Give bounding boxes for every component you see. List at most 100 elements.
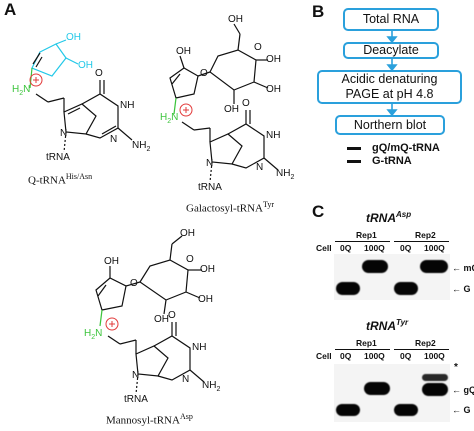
blot-asp-g-marker: ← G bbox=[452, 284, 471, 294]
man-nh2-sub: 2 bbox=[216, 386, 221, 393]
blot-tyr-title-text: tRNA bbox=[366, 319, 396, 333]
mannosyl-trna-superscript: Asp bbox=[179, 412, 193, 421]
flow-step-total-rna: Total RNA bbox=[343, 8, 439, 31]
gal-oh-1-label: OH bbox=[176, 46, 191, 57]
legend-gq-mq-swatch bbox=[347, 147, 361, 150]
gal-amine-h: H bbox=[160, 112, 168, 123]
legend-g-label: G-tRNA bbox=[372, 155, 412, 167]
blot-asp-rep2-bracket bbox=[394, 241, 449, 242]
blot-asp-gel bbox=[334, 254, 450, 300]
q-trna-atom-label: tRNA bbox=[46, 152, 70, 163]
blot-asp-rep1-label: Rep1 bbox=[356, 230, 377, 240]
flow-step-deacylate: Deacylate bbox=[343, 42, 439, 59]
q-trna-superscript: His/Asn bbox=[65, 172, 93, 181]
blot-asp-title: tRNAAsp bbox=[366, 210, 411, 225]
panel-c-letter: C bbox=[312, 202, 325, 221]
gal-oh-3-label: OH bbox=[266, 54, 281, 65]
gal-n3-label: N bbox=[256, 162, 264, 173]
blot-tyr-band-lane1-g bbox=[336, 404, 360, 416]
blot-tyr-gel bbox=[334, 364, 450, 422]
gal-trna-atom-label: tRNA bbox=[198, 182, 222, 193]
gal-amine-sub: 2 bbox=[167, 118, 172, 125]
gal-nh-label: NH bbox=[266, 130, 281, 141]
panel-a-letter: A bbox=[4, 0, 17, 19]
blot-tyr-lane4-label: 100Q bbox=[424, 351, 445, 361]
man-amine-h: H bbox=[84, 328, 92, 339]
q-nh2-label: NH2 bbox=[132, 140, 150, 153]
man-nh2-nh: NH bbox=[202, 380, 217, 391]
blot-asp-rep1-bracket bbox=[335, 241, 390, 242]
q-oh-top-label: OH bbox=[66, 32, 81, 43]
blot-tyr-cell-label: Cell bbox=[316, 351, 332, 361]
man-oh-4-label: OH bbox=[198, 294, 213, 305]
man-n3-label: N bbox=[182, 374, 190, 385]
blot-asp-band-lane1-g bbox=[336, 282, 360, 295]
man-carbonyl-o-label: O bbox=[168, 310, 176, 321]
gal-ring-o-label: O bbox=[254, 42, 262, 53]
blot-asp-mq-text: mQ bbox=[463, 263, 474, 273]
man-oh-3-label: OH bbox=[200, 264, 215, 275]
blot-tyr-rep2-label: Rep2 bbox=[415, 338, 436, 348]
galactosyl-trna-caption: Galactosyl-tRNATyr bbox=[186, 200, 274, 215]
galactosyl-trna-charge bbox=[179, 103, 193, 117]
gal-oh-5-label: OH bbox=[224, 104, 239, 115]
mannosyl-trna-structure bbox=[95, 235, 205, 395]
q-n3-label: N bbox=[110, 134, 118, 145]
blot-tyr-lane3-label: 0Q bbox=[400, 351, 412, 361]
blot-asp-mq-marker: ← mQ bbox=[452, 263, 474, 273]
q-trna-charge bbox=[29, 73, 43, 87]
blot-tyr-lane2-label: 100Q bbox=[364, 351, 385, 361]
blot-tyr-g-text: G bbox=[463, 405, 471, 415]
blot-asp-title-superscript: Asp bbox=[396, 210, 412, 219]
blot-asp-lane3-label: 0Q bbox=[400, 243, 412, 253]
gal-nh2-label: NH2 bbox=[276, 168, 294, 181]
man-amine-label: H2N bbox=[84, 328, 102, 341]
q-trna-name: Q-tRNA bbox=[28, 174, 66, 187]
blot-asp-rep2-label: Rep2 bbox=[415, 230, 436, 240]
blot-asp-lane2-label: 100Q bbox=[364, 243, 385, 253]
man-ether-o-label: O bbox=[130, 278, 138, 289]
blot-tyr-title: tRNATyr bbox=[366, 318, 408, 333]
man-amine-n: N bbox=[95, 328, 103, 339]
galactosyl-trna-name: Galactosyl-tRNA bbox=[186, 202, 263, 215]
mannosyl-trna-caption: Mannosyl-tRNAAsp bbox=[106, 412, 193, 427]
man-oh-2-label: OH bbox=[180, 228, 195, 239]
q-carbonyl-o-label: O bbox=[95, 68, 103, 79]
blot-asp-lane1-label: 0Q bbox=[340, 243, 352, 253]
q-amine-h: H bbox=[12, 84, 20, 95]
gal-nh2-nh: NH bbox=[276, 168, 291, 179]
q-amine-sub: 2 bbox=[19, 90, 24, 97]
panel-b-letter: B bbox=[312, 2, 325, 21]
q-trna-caption: Q-tRNAHis/Asn bbox=[28, 172, 92, 187]
blot-tyr-rep1-label: Rep1 bbox=[356, 338, 377, 348]
blot-asp-band-lane2-mq bbox=[362, 260, 388, 273]
man-n9-label: N bbox=[132, 370, 140, 381]
blot-tyr-asterisk: * bbox=[454, 362, 458, 373]
blot-asp-lane4-label: 100Q bbox=[424, 243, 445, 253]
gal-ether-o-label: O bbox=[200, 68, 208, 79]
legend-g-swatch bbox=[347, 160, 361, 163]
q-nh2-nh: NH bbox=[132, 140, 147, 151]
blot-asp-band-lane4-mq bbox=[420, 260, 448, 273]
blot-tyr-band-lane4-upper bbox=[422, 374, 448, 381]
blot-tyr-band-lane4-gq bbox=[422, 383, 448, 396]
legend-gq-mq-label: gQ/mQ-tRNA bbox=[372, 142, 440, 154]
man-oh-1-label: OH bbox=[104, 256, 119, 267]
man-nh-label: NH bbox=[192, 342, 207, 353]
galactosyl-trna-superscript: Tyr bbox=[262, 200, 274, 209]
man-amine-sub: 2 bbox=[91, 334, 96, 341]
blot-tyr-band-lane2-gq bbox=[364, 382, 390, 395]
blot-tyr-band-lane3-g bbox=[394, 404, 418, 416]
flow-step-acidic-page: Acidic denaturing PAGE at pH 4.8 bbox=[317, 70, 462, 104]
mannosyl-trna-charge bbox=[105, 317, 119, 331]
chemical-structures-diagram bbox=[29, 23, 279, 395]
blot-asp-cell-label: Cell bbox=[316, 243, 332, 253]
blot-tyr-rep1-bracket bbox=[335, 349, 390, 350]
q-amine-n: N bbox=[23, 84, 31, 95]
man-ring-o-label: O bbox=[186, 254, 194, 265]
q-amine-label: H2N bbox=[12, 84, 30, 97]
blot-tyr-gq-marker: ← gQ bbox=[452, 385, 474, 395]
q-n9-label: N bbox=[60, 128, 68, 139]
q-oh-bottom-label: OH bbox=[78, 60, 93, 71]
gal-amine-n: N bbox=[171, 112, 179, 123]
